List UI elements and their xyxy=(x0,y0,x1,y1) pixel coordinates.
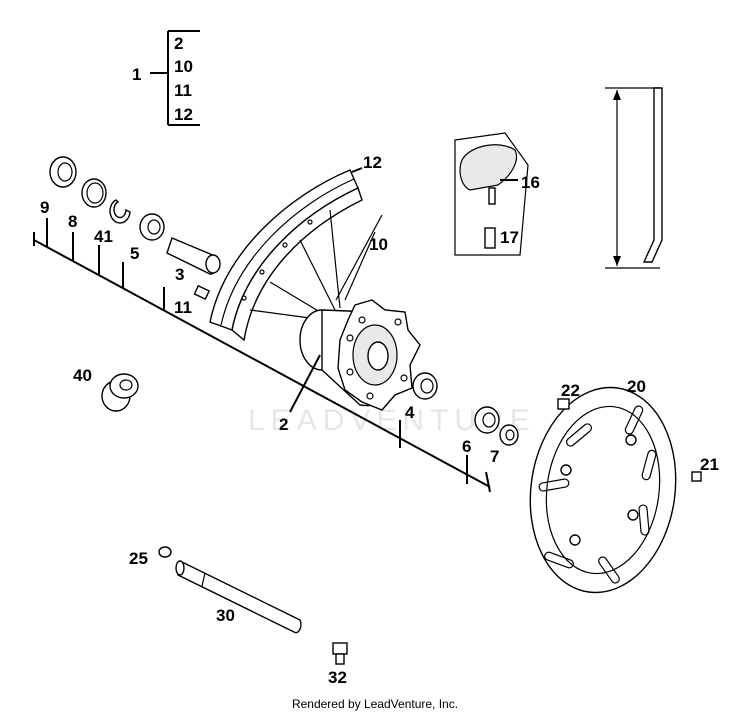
callout-25: 25 xyxy=(129,549,148,568)
bolt-32-part xyxy=(332,642,348,665)
bearing-6-part xyxy=(474,406,500,434)
bearing-right-part xyxy=(412,372,438,400)
axle-reference-line xyxy=(33,218,491,493)
rim-segment-part xyxy=(209,169,363,342)
callout-2: 2 xyxy=(279,415,288,434)
callout-5: 5 xyxy=(130,244,139,263)
tube-rim-lock-part xyxy=(454,132,529,256)
axle-part xyxy=(175,560,302,634)
callout-3: 3 xyxy=(175,265,184,284)
callout-group-12: 12 xyxy=(174,105,193,124)
o-ring-part xyxy=(81,178,107,208)
callout-7: 7 xyxy=(490,447,499,466)
callout-4: 4 xyxy=(405,403,415,422)
footer-credit: Rendered by LeadVenture, Inc. xyxy=(291,697,459,711)
nut-25-part xyxy=(158,546,172,558)
callout-1: 1 xyxy=(132,65,141,84)
leader-12 xyxy=(351,167,363,173)
bearing-left-part xyxy=(139,213,165,241)
callout-17: 17 xyxy=(500,228,519,247)
small-bolt-part xyxy=(193,284,211,300)
leader-2 xyxy=(289,354,321,413)
callout-group-10: 10 xyxy=(174,57,193,76)
spacer-7-part xyxy=(499,424,519,446)
callout-group-1: 1 2 10 11 12 xyxy=(132,30,200,126)
callout-11: 11 xyxy=(174,298,192,317)
callout-22: 22 xyxy=(561,381,580,400)
spoke-length-dimension xyxy=(605,87,663,269)
brake-disc-part xyxy=(529,386,677,594)
callout-12: 12 xyxy=(363,153,382,172)
bolt-21-part xyxy=(691,471,702,482)
callout-20: 20 xyxy=(627,377,646,396)
callout-10: 10 xyxy=(369,235,388,254)
spacer-sleeve-part xyxy=(166,237,221,275)
callout-group-11: 11 xyxy=(174,81,192,100)
callout-6: 6 xyxy=(462,437,471,456)
callout-40: 40 xyxy=(73,366,92,385)
seal-ring-part xyxy=(49,156,77,188)
callout-16: 16 xyxy=(521,173,540,192)
callout-21: 21 xyxy=(700,455,719,474)
callout-32: 32 xyxy=(328,668,347,687)
circlip-part xyxy=(109,199,131,224)
callout-30: 30 xyxy=(216,606,235,625)
callout-group-2: 2 xyxy=(174,34,183,53)
callout-9: 9 xyxy=(40,198,49,217)
hub-part xyxy=(299,299,421,411)
callout-41: 41 xyxy=(94,227,113,246)
nut-22-part xyxy=(557,398,570,410)
spacer-40-part xyxy=(101,373,139,412)
callout-8: 8 xyxy=(68,212,77,231)
